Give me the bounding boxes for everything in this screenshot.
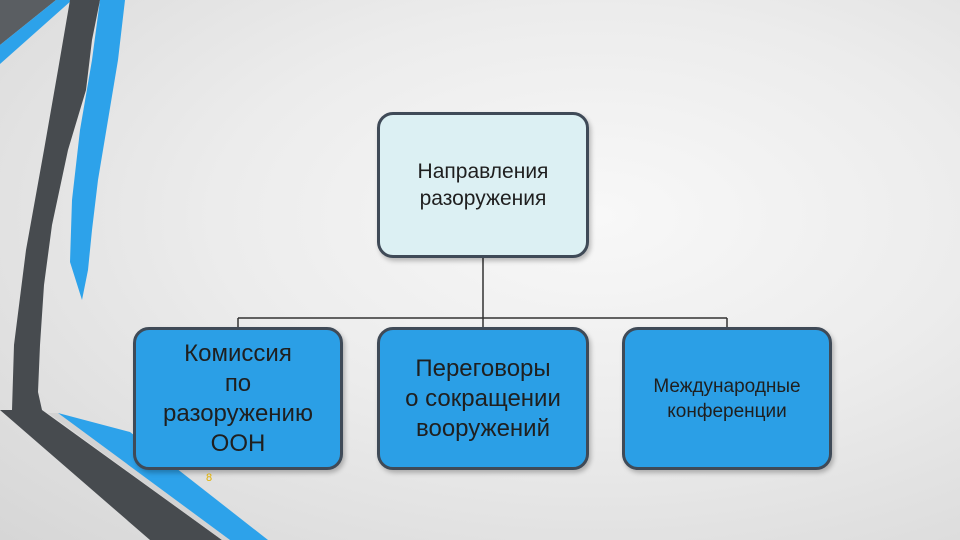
- corner-stripe-blue: [0, 0, 72, 64]
- bottom-stripe-blue: [58, 413, 268, 540]
- root-node-label: Направления разоружения: [417, 160, 549, 210]
- left-stripe-blue: [70, 0, 125, 300]
- child-node-un-commission: Комиссия по разоружению ООН: [133, 327, 343, 470]
- left-stripe-dark: [12, 0, 100, 410]
- child-node-label: Международные конференции: [653, 375, 801, 422]
- child-node-negotiations: Переговоры о сокращении вооружений: [377, 327, 589, 470]
- root-node: Направления разоружения: [377, 112, 589, 258]
- slide-number: 8: [206, 472, 213, 484]
- bottom-stripe-dark: [0, 410, 222, 540]
- bottom-stripe-light: [48, 413, 230, 540]
- child-node-conferences: Международные конференции: [622, 327, 832, 470]
- child-node-label: Переговоры о сокращении вооружений: [405, 354, 561, 442]
- child-node-label: Комиссия по разоружению ООН: [163, 339, 313, 457]
